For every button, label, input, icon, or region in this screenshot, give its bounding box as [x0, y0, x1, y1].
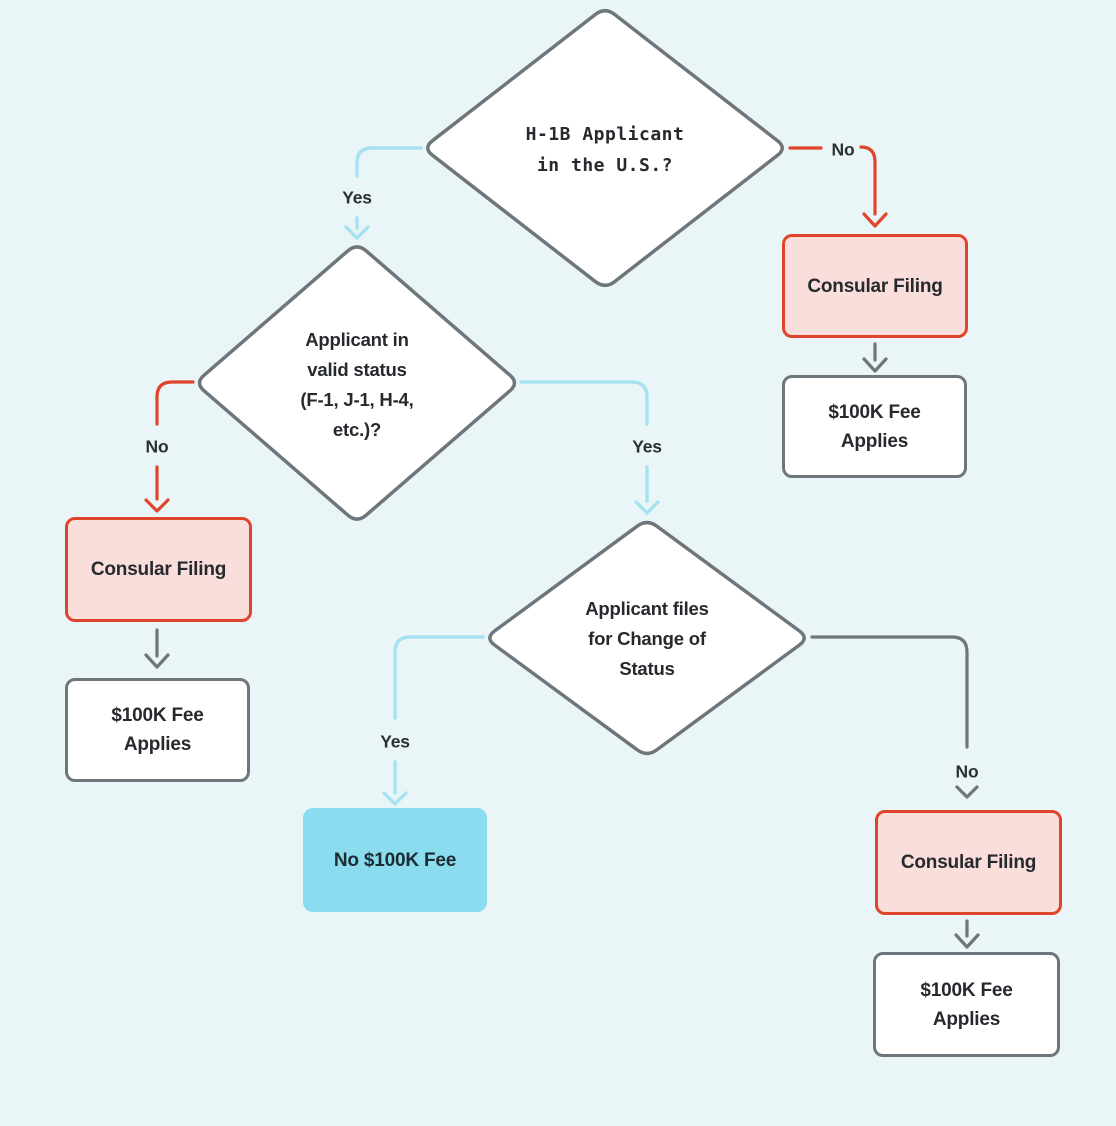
- node-fee-applies-top: $100K Fee Applies: [782, 375, 967, 478]
- node-consular-filing-top: Consular Filing: [782, 234, 968, 338]
- edge-no-consular-bottom: [810, 635, 979, 799]
- edge-label-no-left: No: [145, 436, 169, 457]
- edge-no-consular-top: [788, 145, 888, 228]
- decision-change-of-status-label: Applicant files for Change of Status: [585, 598, 709, 679]
- edge-consular-left-fee: [144, 628, 170, 669]
- edge-label-yes-top: Yes: [342, 187, 372, 208]
- edge-label-no-top: No: [831, 139, 855, 160]
- edge-yes-change-of-status: [519, 380, 660, 515]
- node-no-fee: No $100K Fee: [303, 808, 487, 912]
- decision-h1b-in-us-label: H-1B Applicant in the U.S.?: [525, 124, 685, 176]
- edge-yes-valid-status: [344, 146, 423, 240]
- edge-yes-no-fee: [382, 635, 485, 806]
- decision-change-of-status-shape: [488, 520, 806, 756]
- node-fee-applies-bottom: $100K Fee Applies: [873, 952, 1060, 1057]
- node-consular-filing-left: Consular Filing: [65, 517, 252, 622]
- edge-no-consular-left: [144, 380, 195, 513]
- edge-label-yes-bottom: Yes: [380, 731, 410, 752]
- edge-consular-bottom-fee: [954, 919, 980, 949]
- node-fee-applies-left: $100K Fee Applies: [65, 678, 250, 782]
- edge-label-no-bottom: No: [955, 761, 979, 782]
- decision-h1b-in-us-shape: [426, 8, 784, 288]
- edge-consular-top-fee: [862, 342, 888, 373]
- decision-valid-status-shape: [197, 245, 517, 521]
- edge-label-yes-middle: Yes: [632, 436, 662, 457]
- decision-valid-status-label: Applicant in valid status (F-1, J-1, H-4…: [300, 329, 414, 440]
- node-consular-filing-bottom: Consular Filing: [875, 810, 1062, 915]
